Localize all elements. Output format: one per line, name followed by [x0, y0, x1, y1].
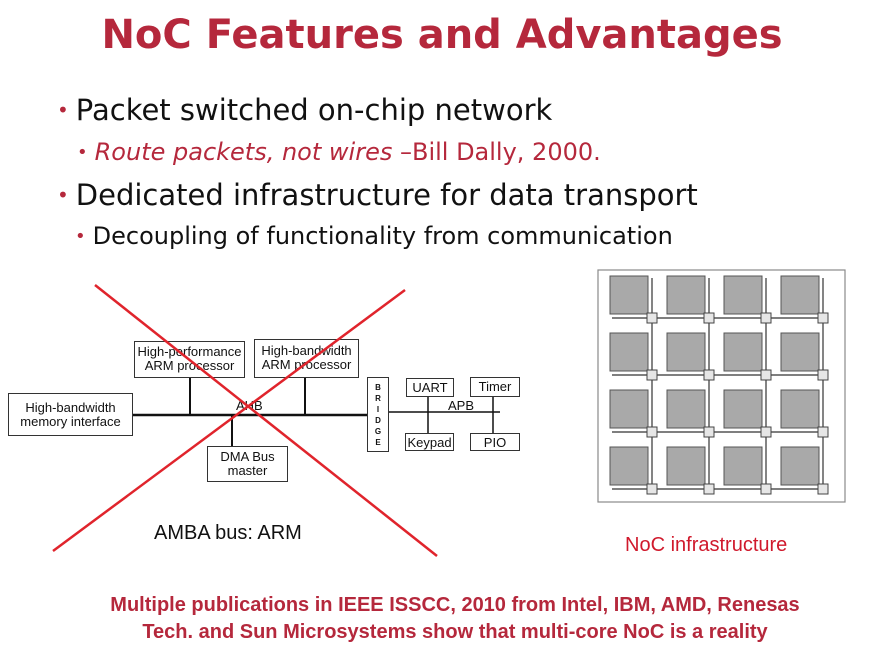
footer-line: Tech. and Sun Microsystems show that mul… — [142, 621, 768, 643]
quote-attribution: –Bill Dally, 2000. — [392, 138, 601, 166]
bullet-text: Dedicated infrastructure for data transp… — [75, 178, 698, 212]
noc-core-tile — [666, 275, 706, 315]
bullet-dot: • — [57, 183, 69, 207]
noc-router — [646, 312, 658, 324]
box-label: ARM processor — [144, 358, 235, 373]
uart-box: UART — [406, 378, 454, 397]
noc-core-tile — [609, 275, 649, 315]
noc-router — [703, 426, 715, 438]
amba-caption: AMBA bus: ARM — [154, 522, 302, 544]
subbullet-route-packets: • Route packets, not wires –Bill Dally, 2… — [77, 138, 601, 166]
quote-text: Route packets, not wires — [94, 138, 393, 166]
footer-line: Multiple publications in IEEE ISSCC, 201… — [110, 594, 800, 616]
bullet-packet-switched: •Packet switched on-chip network — [57, 93, 552, 127]
bridge-box: B R I D G E — [367, 377, 389, 452]
noc-router — [646, 483, 658, 495]
bridge-letter: G — [374, 427, 382, 436]
bridge-letter: B — [375, 383, 381, 392]
noc-router — [760, 312, 772, 324]
noc-router — [817, 483, 829, 495]
slide-title: NoC Features and Advantages — [101, 12, 783, 58]
box-label: master — [227, 463, 268, 478]
box-label: memory interface — [20, 414, 121, 429]
noc-router — [646, 426, 658, 438]
noc-core-tile — [609, 446, 649, 486]
box-label: High-bandwidth — [25, 400, 116, 415]
noc-router — [817, 369, 829, 381]
pio-box: PIO — [470, 433, 520, 451]
subbullet-decoupling: • Decoupling of functionality from commun… — [75, 222, 673, 250]
noc-router — [646, 369, 658, 381]
noc-core-tile — [666, 446, 706, 486]
noc-router — [703, 312, 715, 324]
noc-core-tile — [723, 275, 763, 315]
bridge-letter: R — [375, 394, 381, 403]
noc-core-tile — [609, 389, 649, 429]
bullet-text: Packet switched on-chip network — [75, 93, 553, 127]
noc-core-tile — [780, 446, 820, 486]
noc-router — [703, 369, 715, 381]
bullet-dot: • — [75, 226, 86, 247]
noc-router — [760, 483, 772, 495]
bullet-dedicated-infrastructure: •Dedicated infrastructure for data trans… — [57, 178, 698, 212]
noc-router — [703, 483, 715, 495]
noc-core-tile — [780, 275, 820, 315]
box-label: High-performance — [137, 344, 242, 359]
noc-core-tile — [723, 389, 763, 429]
bullet-dot: • — [57, 98, 69, 122]
noc-core-tile — [780, 332, 820, 372]
footer-note: Multiple publications in IEEE ISSCC, 201… — [0, 592, 884, 646]
noc-core-tile — [780, 389, 820, 429]
keypad-box: Keypad — [405, 433, 454, 451]
noc-core-tile — [666, 389, 706, 429]
noc-caption: NoC infrastructure — [625, 534, 788, 556]
noc-core-tile — [666, 332, 706, 372]
noc-router — [817, 426, 829, 438]
noc-core-tile — [609, 332, 649, 372]
bridge-letter: I — [376, 405, 380, 414]
noc-router — [760, 426, 772, 438]
memory-interface-box: High-bandwidth memory interface — [8, 393, 133, 436]
noc-core-tile — [723, 446, 763, 486]
timer-box: Timer — [470, 377, 520, 397]
bridge-letter: D — [375, 416, 381, 425]
box-label: DMA Bus — [220, 449, 275, 464]
noc-router — [817, 312, 829, 324]
apb-label: APB — [448, 398, 475, 413]
subbullet-text: Decoupling of functionality from communi… — [92, 222, 673, 250]
bridge-letter: E — [375, 438, 381, 447]
noc-router — [760, 369, 772, 381]
bullet-dot: • — [77, 142, 88, 163]
hp-arm-processor-box: High-performance ARM processor — [134, 341, 245, 378]
dma-bus-master-box: DMA Bus master — [207, 446, 288, 482]
noc-core-tile — [723, 332, 763, 372]
